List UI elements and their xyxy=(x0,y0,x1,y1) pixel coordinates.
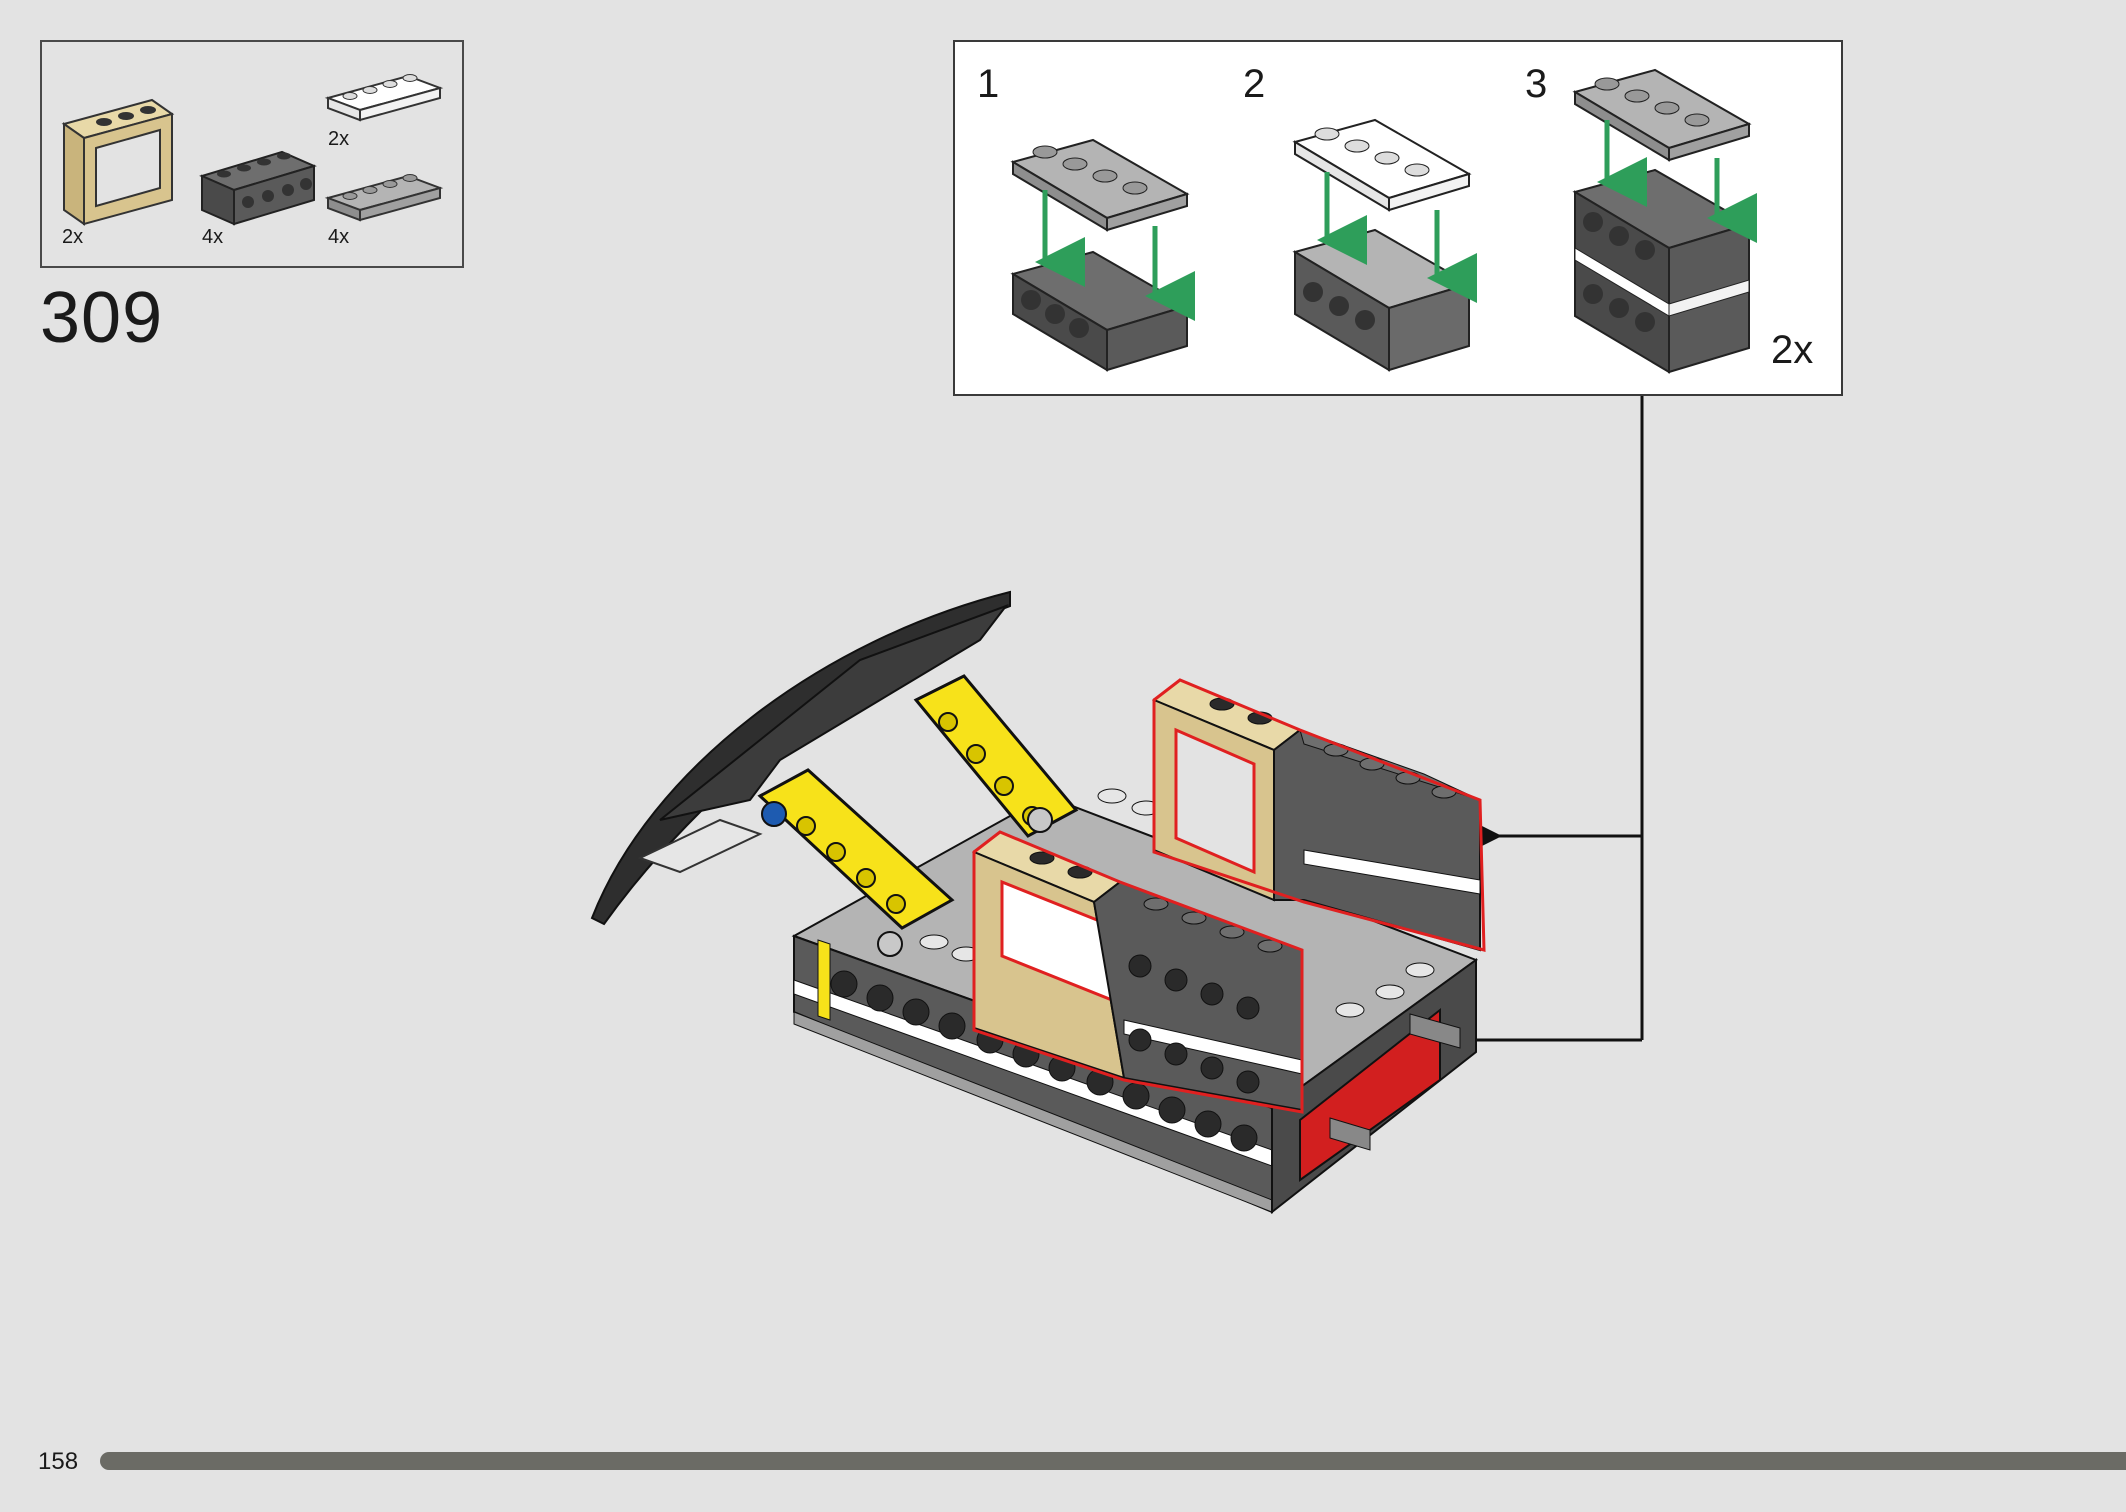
new-wall-front xyxy=(972,830,1304,1114)
substep-label-3: 3 xyxy=(1525,62,1548,106)
step-number: 309 xyxy=(40,278,164,358)
part-dark-gray-brick xyxy=(199,150,317,226)
part-qty-white-plate: 2x xyxy=(328,128,350,150)
rear-spoiler xyxy=(590,590,1011,926)
parts-list-box: 2x 4x 2x 4x xyxy=(40,40,464,268)
page-number: 158 xyxy=(38,1448,79,1475)
new-wall-back xyxy=(1152,678,1486,952)
substep-1-illustration xyxy=(1010,138,1195,372)
part-qty-tan-frame: 2x xyxy=(62,226,84,248)
part-qty-dark-brick: 4x xyxy=(202,226,224,248)
substep-2-illustration xyxy=(1292,118,1477,372)
part-qty-gray-plate: 4x xyxy=(328,226,350,248)
substep-3-illustration xyxy=(1572,68,1757,374)
substep-multiplier: 2x xyxy=(1771,328,1814,372)
spoiler-arms xyxy=(757,674,1079,957)
part-light-gray-plate xyxy=(324,174,444,222)
part-tan-window-frame xyxy=(61,98,175,226)
subassembly-illustration xyxy=(1010,68,1757,374)
callout-lines xyxy=(1276,396,1644,1058)
subassembly-box: 1 2 3 2x xyxy=(953,40,1843,396)
part-white-plate xyxy=(324,74,444,122)
chassis-base xyxy=(791,788,1479,1215)
parts-list-illustration xyxy=(61,74,444,226)
substep-label-1: 1 xyxy=(977,62,1000,106)
substep-label-2: 2 xyxy=(1243,62,1266,106)
page-progress-bar xyxy=(100,1452,2126,1470)
